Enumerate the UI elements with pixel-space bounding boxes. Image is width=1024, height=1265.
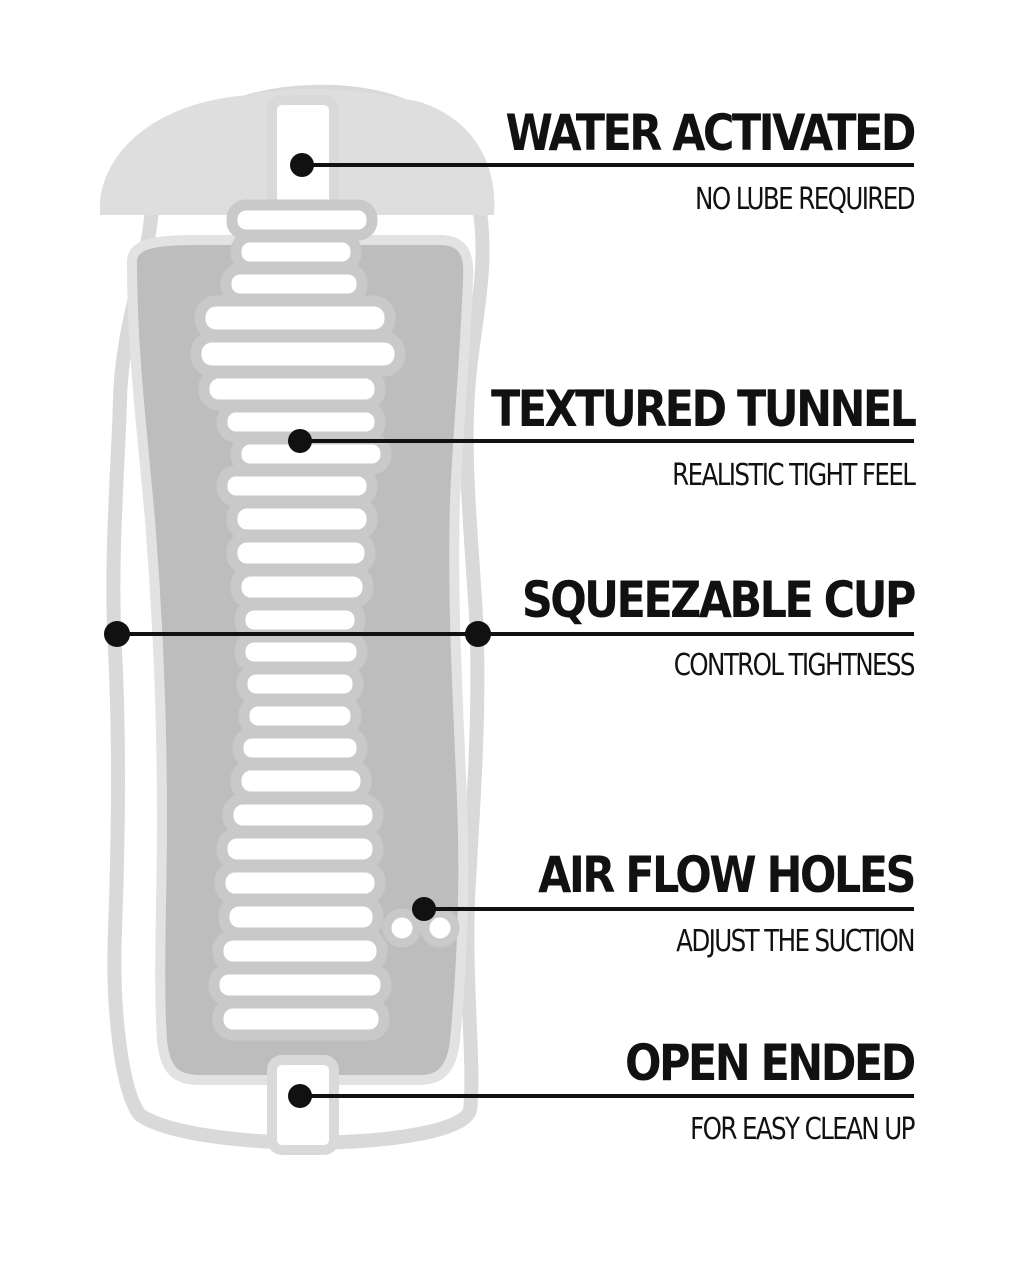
feature-title-open-ended: OPEN ENDED [625,1034,916,1092]
feature-title-water-activated: WATER ACTIVATED [505,104,917,162]
callout-dot-water [290,153,314,177]
ridge-6 [198,367,386,411]
ridge-20 [216,827,384,871]
tunnel-ridges [190,199,406,1041]
ridge-21 [214,861,386,905]
feature-subtitle-textured-tunnel: REALISTIC TIGHT FEEL [671,458,916,493]
feature-subtitle-air-flow-holes: ADJUST THE SUCTION [676,924,915,959]
ridge-11 [226,531,376,575]
callout-dot-squeeze-right [465,621,491,647]
ridge-2 [230,231,362,273]
feature-title-textured-tunnel: TEXTURED TUNNEL [490,380,916,438]
ridge-3 [220,263,368,305]
ridge-17 [232,727,368,769]
ridge-24 [208,963,392,1007]
ridge-25 [212,997,390,1041]
ridge-18 [230,759,372,803]
callout-dot-squeeze-left [104,621,130,647]
ridge-12 [230,565,374,609]
ridge-15 [236,663,364,705]
ridge-10 [226,497,378,541]
ridge-5 [190,331,406,377]
callout-dot-air [412,897,436,921]
ridge-16 [238,695,362,737]
air-flow-holes [382,908,460,948]
callouts [104,153,914,1108]
ridge-22 [218,895,384,939]
feature-title-squeezable-cup: SQUEEZABLE CUP [521,571,917,629]
ridge-4 [194,295,396,341]
feature-subtitle-open-ended: FOR EASY CLEAN UP [690,1112,915,1147]
feature-title-air-flow-holes: AIR FLOW HOLES [538,846,916,904]
feature-subtitle-squeezable-cup: CONTROL TIGHTNESS [673,648,916,683]
ridge-9 [216,465,378,507]
ridge-13 [234,599,366,641]
callout-dot-open [288,1084,312,1108]
feature-subtitle-water-activated: NO LUBE REQUIRED [695,182,916,217]
air-hole-right [420,908,460,948]
ridge-23 [212,929,388,973]
ridge-19 [222,793,384,837]
ridge-14 [234,631,368,673]
callout-dot-tunnel [288,429,312,453]
air-hole-left [382,908,422,948]
ridge-1 [226,199,378,241]
